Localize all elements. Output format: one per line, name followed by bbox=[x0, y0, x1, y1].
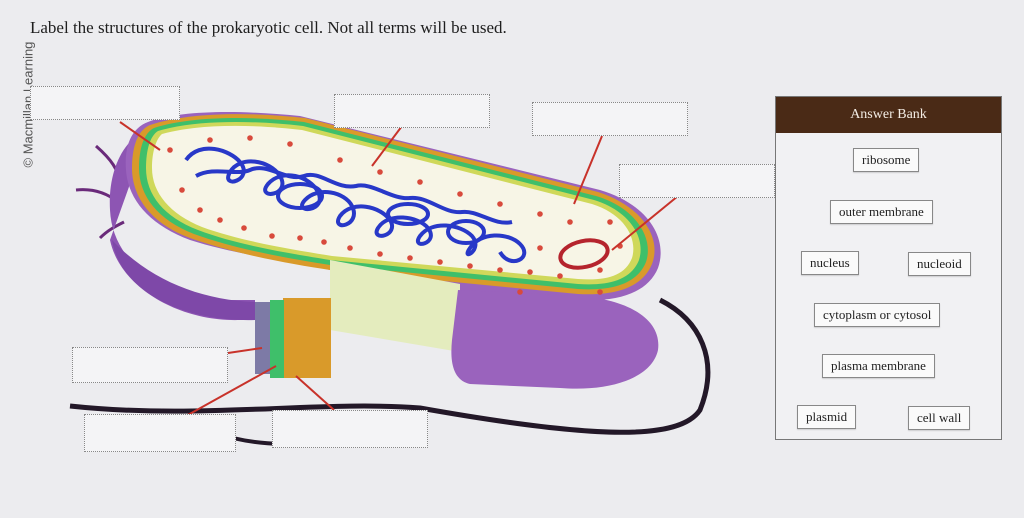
drop-target-6[interactable] bbox=[84, 414, 236, 452]
drop-target-2[interactable] bbox=[334, 94, 490, 128]
term-plasmid[interactable]: plasmid bbox=[797, 405, 857, 429]
lower-right-body bbox=[451, 290, 659, 389]
term-nucleoid[interactable]: nucleoid bbox=[908, 252, 971, 276]
drop-target-5[interactable] bbox=[72, 347, 228, 383]
term-plasma-membrane[interactable]: plasma membrane bbox=[822, 354, 935, 378]
instruction-text: Label the structures of the prokaryotic … bbox=[30, 18, 507, 37]
section-face bbox=[330, 260, 460, 352]
outer-body-left bbox=[109, 128, 255, 321]
term-cytoplasm-or-cytosol[interactable]: cytoplasm or cytosol bbox=[814, 303, 941, 327]
lower-left-body bbox=[112, 240, 255, 321]
term-outer-membrane[interactable]: outer membrane bbox=[830, 200, 933, 224]
drop-target-3[interactable] bbox=[532, 102, 688, 136]
cut-wall-orange bbox=[283, 298, 331, 378]
term-nucleus[interactable]: nucleus bbox=[801, 251, 859, 275]
cut-green bbox=[270, 300, 284, 378]
leader-lines bbox=[119, 121, 679, 417]
nucleoid-dna bbox=[184, 146, 527, 264]
term-cell-wall[interactable]: cell wall bbox=[908, 406, 971, 430]
ribosomes bbox=[167, 135, 623, 295]
cut-purple bbox=[255, 302, 270, 374]
drop-target-1[interactable] bbox=[30, 86, 180, 120]
term-ribosome[interactable]: ribosome bbox=[853, 148, 920, 172]
answer-bank-title: Answer Bank bbox=[776, 97, 1001, 133]
drop-target-7[interactable] bbox=[272, 410, 428, 448]
flagellum-long bbox=[69, 297, 711, 435]
pilus-3 bbox=[98, 220, 125, 240]
plasmid bbox=[558, 238, 610, 270]
drop-target-4[interactable] bbox=[619, 164, 775, 198]
